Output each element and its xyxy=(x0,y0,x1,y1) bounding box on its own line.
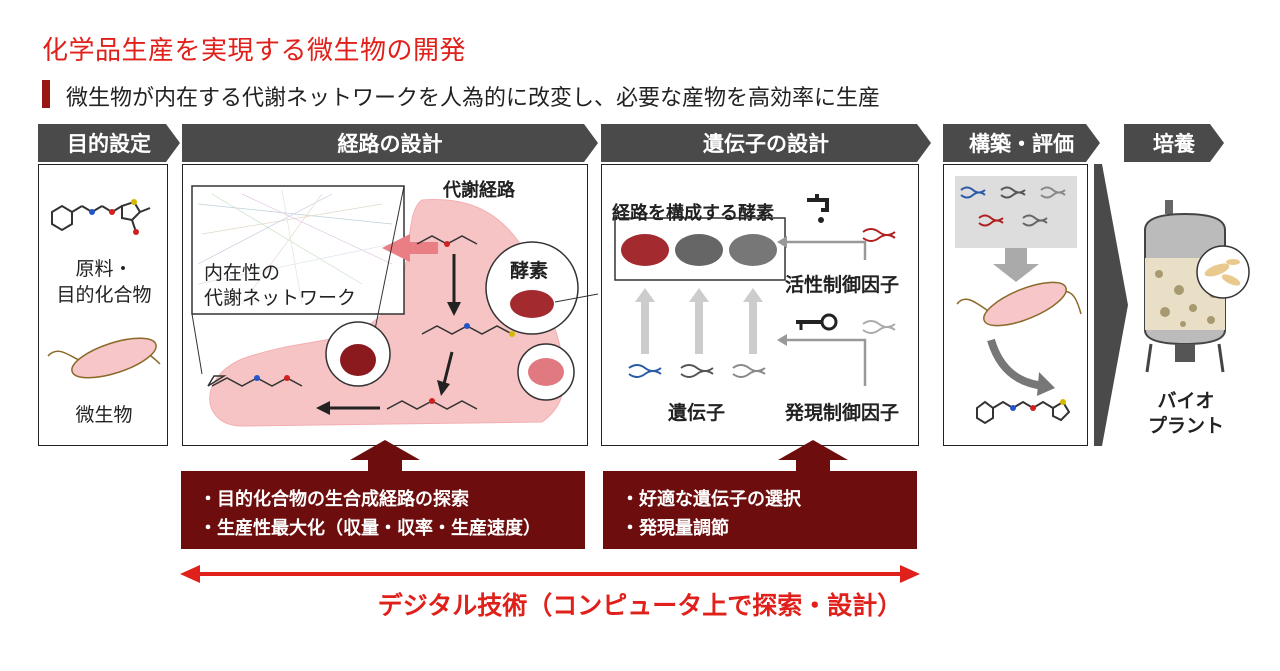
gene-task-item: ・好適な遺伝子の選択 xyxy=(621,489,801,510)
flow-chevron xyxy=(1094,164,1128,446)
pathway-task-item: ・生産性最大化（収量・収率・生産速度） xyxy=(199,518,541,539)
gene-task-box: ・好適な遺伝子の選択 ・発現量調節 xyxy=(603,471,917,549)
build-evaluate-diagram xyxy=(955,176,1082,425)
digital-span-arrow xyxy=(180,565,920,583)
raw-material-label: 原料・ xyxy=(75,258,133,280)
pathway-task-arrow xyxy=(350,440,420,472)
microbe-icon xyxy=(47,337,161,379)
metabolic-pathway-label: 代謝経路 xyxy=(443,180,515,201)
network-label-line1: 内在性の xyxy=(204,262,281,284)
gene-label: 遺伝子 xyxy=(668,402,726,424)
stage-header-gene: 遺伝子の設計 xyxy=(601,124,931,162)
gene-panel xyxy=(601,164,919,446)
page-title: 化学品生産を実現する微生物の開発 xyxy=(42,36,467,66)
network-label-line2: 代謝ネットワーク xyxy=(204,287,357,309)
bioplant-label-line2: プラント xyxy=(1147,415,1224,437)
stage-header-culture: 培養 xyxy=(1124,124,1224,162)
enzyme-label: 酵素 xyxy=(510,260,549,282)
microbe-label: 微生物 xyxy=(75,404,133,426)
target-compound-label: 目的化合物 xyxy=(56,284,152,306)
page-subtitle: 微生物が内在する代謝ネットワークを人為的に改変し、必要な産物を高効率に生産 xyxy=(66,86,881,111)
target-molecule-icon xyxy=(51,199,151,235)
gene-diagram xyxy=(614,194,896,386)
gene-task-item: ・発現量調節 xyxy=(621,518,729,539)
goal-panel xyxy=(38,164,168,446)
pathway-enzymes-label: 経路を構成する酵素 xyxy=(612,203,774,224)
bioplant-tank-icon xyxy=(1144,200,1250,373)
activity-factor-label: 活性制御因子 xyxy=(785,274,900,296)
pathway-task-box: ・目的化合物の生合成経路の探索 ・生産性最大化（収量・収率・生産速度） xyxy=(181,471,585,549)
stage-header-pathway: 経路の設計 xyxy=(182,124,598,162)
bioplant-label-line1: バイオ xyxy=(1157,390,1215,412)
pathway-diagram xyxy=(191,185,599,427)
stage-header-goal: 目的設定 xyxy=(38,124,180,162)
subtitle-marker xyxy=(42,80,50,108)
stage-header-build-evaluate: 構築・評価 xyxy=(943,124,1100,162)
gene-task-arrow xyxy=(778,440,848,472)
pathway-task-item: ・目的化合物の生合成経路の探索 xyxy=(199,489,469,510)
digital-technology-label: デジタル技術（コンピュータ上で探索・設計） xyxy=(377,591,903,620)
expression-factor-label: 発現制御因子 xyxy=(785,402,900,424)
